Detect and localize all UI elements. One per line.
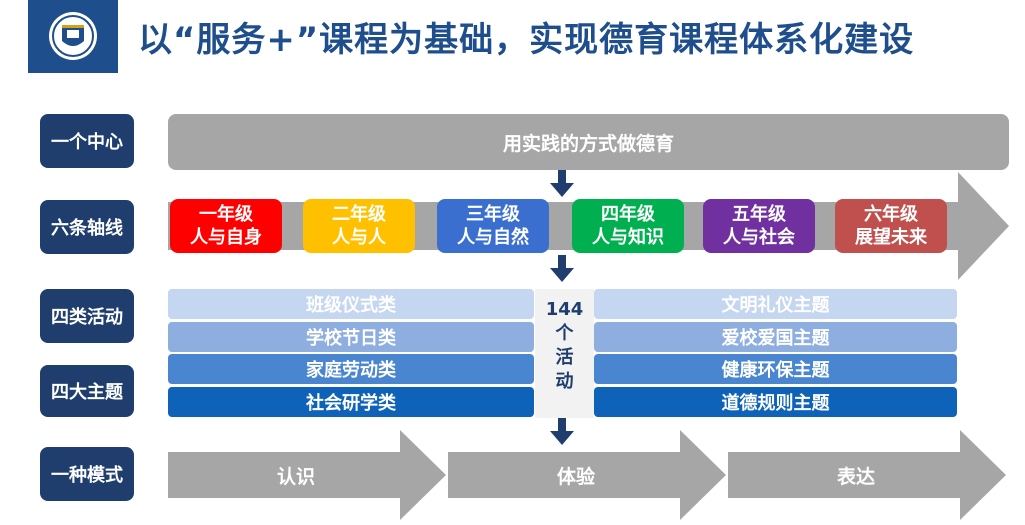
activity-class-ceremony: 班级仪式类 (168, 289, 534, 319)
grade-4-box: 四年级 人与知识 (572, 199, 684, 253)
center-banner: 用实践的方式做德育 (168, 114, 1009, 170)
grade-2-theme: 人与人 (332, 227, 386, 248)
grade-6-theme: 展望未来 (855, 227, 927, 248)
mode-arrow-express (728, 430, 1006, 520)
grade-4-title: 四年级 (601, 204, 655, 225)
school-emblem-icon (49, 12, 97, 60)
activity-count-panel (535, 289, 594, 418)
grade-5-theme: 人与社会 (723, 227, 795, 248)
activity-count-char: 动 (555, 371, 574, 392)
mode-experience-label: 体验 (556, 466, 595, 488)
activity-school-festival: 学校节日类 (168, 322, 534, 352)
grade-3-box: 三年级 人与自然 (437, 199, 549, 253)
grade-5-title: 五年级 (732, 204, 786, 225)
theme-patriotism: 爱校爱国主题 (594, 322, 957, 352)
mode-arrow-experience (448, 430, 726, 520)
theme-civility: 文明礼仪主题 (594, 289, 957, 319)
grade-2-box: 二年级 人与人 (303, 199, 415, 253)
theme-moral-rules: 道德规则主题 (594, 387, 957, 417)
grade-1-theme: 人与自身 (190, 227, 262, 248)
grade-1-box: 一年级 人与自身 (170, 199, 282, 253)
mode-arrows (168, 430, 1006, 520)
activity-family-labor: 家庭劳动类 (168, 354, 534, 384)
grade-2-title: 二年级 (332, 204, 386, 225)
theme-health-environment: 健康环保主题 (594, 354, 957, 384)
grade-1-title: 一年级 (199, 204, 253, 225)
grade-4-theme: 人与知识 (592, 227, 664, 248)
mode-recognize-label: 认识 (276, 466, 315, 488)
page-title: 以“服务+”课程为基础，实现德育课程体系化建设 (138, 20, 915, 60)
mode-express-label: 表达 (836, 466, 875, 488)
grade-6-title: 六年级 (864, 204, 918, 225)
activity-social-study: 社会研学类 (168, 387, 534, 417)
grade-3-title: 三年级 (466, 204, 520, 225)
label-one-center: 一个中心 (40, 114, 134, 168)
label-one-mode: 一种模式 (40, 447, 134, 501)
down-arrow-icon (550, 255, 574, 282)
label-six-axes: 六条轴线 (40, 200, 134, 254)
school-logo (28, 0, 118, 73)
down-arrow-icon (550, 418, 574, 445)
activity-count: 144 个 活 动 (535, 298, 594, 394)
label-four-themes: 四大主题 (40, 365, 134, 417)
grade-3-theme: 人与自然 (457, 227, 529, 248)
grade-6-box: 六年级 展望未来 (835, 199, 947, 253)
activity-count-number: 144 (545, 299, 584, 320)
activity-count-char: 活 (555, 347, 574, 368)
activity-count-char: 个 (555, 323, 574, 344)
label-four-activities: 四类活动 (40, 289, 134, 343)
grade-5-box: 五年级 人与社会 (703, 199, 815, 253)
mode-arrow-recognize (168, 430, 446, 520)
down-arrow-icon (550, 170, 574, 197)
